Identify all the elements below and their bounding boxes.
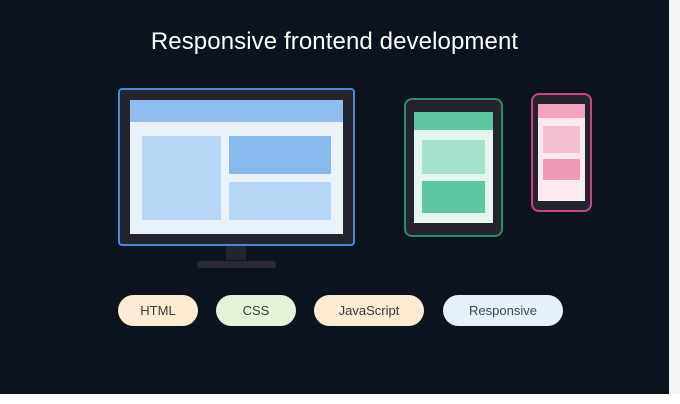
tag-javascript: JavaScript bbox=[314, 295, 424, 326]
phone-content-card-bottom bbox=[543, 159, 580, 180]
phone-screen bbox=[538, 104, 585, 201]
tablet-header-bar bbox=[414, 112, 493, 130]
tag-css: CSS bbox=[216, 295, 296, 326]
monitor-stand-neck bbox=[226, 246, 246, 260]
desktop-monitor bbox=[118, 88, 355, 246]
phone-device bbox=[531, 93, 592, 212]
tag-responsive: Responsive bbox=[443, 295, 563, 326]
tag-html: HTML bbox=[118, 295, 198, 326]
tablet-content-card-top bbox=[422, 140, 485, 174]
bottom-edge-strip bbox=[0, 394, 680, 404]
tablet-content-card-bottom bbox=[422, 181, 485, 213]
tablet-device bbox=[404, 98, 503, 237]
tablet-screen bbox=[414, 112, 493, 223]
phone-header-bar bbox=[538, 104, 585, 118]
monitor-stand-base bbox=[197, 261, 276, 268]
page-title: Responsive frontend development bbox=[150, 28, 519, 55]
desktop-content-panel-bottom bbox=[229, 182, 331, 220]
right-edge-strip bbox=[669, 0, 680, 394]
desktop-sidebar-block bbox=[142, 136, 221, 220]
desktop-screen bbox=[130, 100, 343, 234]
desktop-header-bar bbox=[130, 100, 343, 122]
phone-content-card-top bbox=[543, 126, 580, 153]
desktop-content-panel-top bbox=[229, 136, 331, 174]
